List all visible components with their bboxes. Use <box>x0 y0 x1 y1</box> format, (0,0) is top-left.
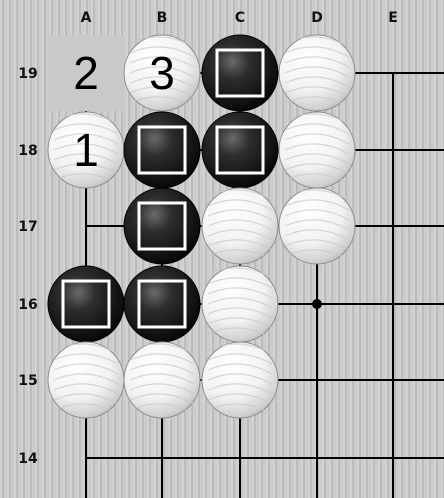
white-stone-c16[interactable] <box>202 266 278 342</box>
move-number-a19: 2 <box>73 47 99 99</box>
row-label-19: 19 <box>18 66 37 82</box>
column-label-a: A <box>81 10 92 26</box>
white-stone-b15[interactable] <box>124 342 200 418</box>
move-number-a18: 1 <box>73 124 99 176</box>
black-stone-c19[interactable] <box>202 35 278 111</box>
column-label-b: B <box>157 10 168 26</box>
move-number-b19: 3 <box>149 47 175 99</box>
row-label-16: 16 <box>18 297 37 313</box>
black-stone-c18[interactable] <box>202 112 278 188</box>
black-stone-a16[interactable] <box>48 266 124 342</box>
white-stone-c17[interactable] <box>202 188 278 264</box>
white-stone-c15[interactable] <box>202 342 278 418</box>
column-label-d: D <box>311 10 323 26</box>
white-stone-a15[interactable] <box>48 342 124 418</box>
row-label-15: 15 <box>18 373 37 389</box>
star-point-d16 <box>312 299 322 309</box>
black-stone-b17[interactable] <box>124 188 200 264</box>
star-points <box>312 299 322 309</box>
column-label-e: E <box>388 10 398 26</box>
black-stone-b18[interactable] <box>124 112 200 188</box>
row-label-18: 18 <box>18 143 37 159</box>
white-stone-d19[interactable] <box>279 35 355 111</box>
column-label-c: C <box>235 10 245 26</box>
black-stone-b16[interactable] <box>124 266 200 342</box>
row-label-17: 17 <box>18 219 37 235</box>
row-label-14: 14 <box>18 451 38 467</box>
white-stone-d18[interactable] <box>279 112 355 188</box>
white-stone-d17[interactable] <box>279 188 355 264</box>
